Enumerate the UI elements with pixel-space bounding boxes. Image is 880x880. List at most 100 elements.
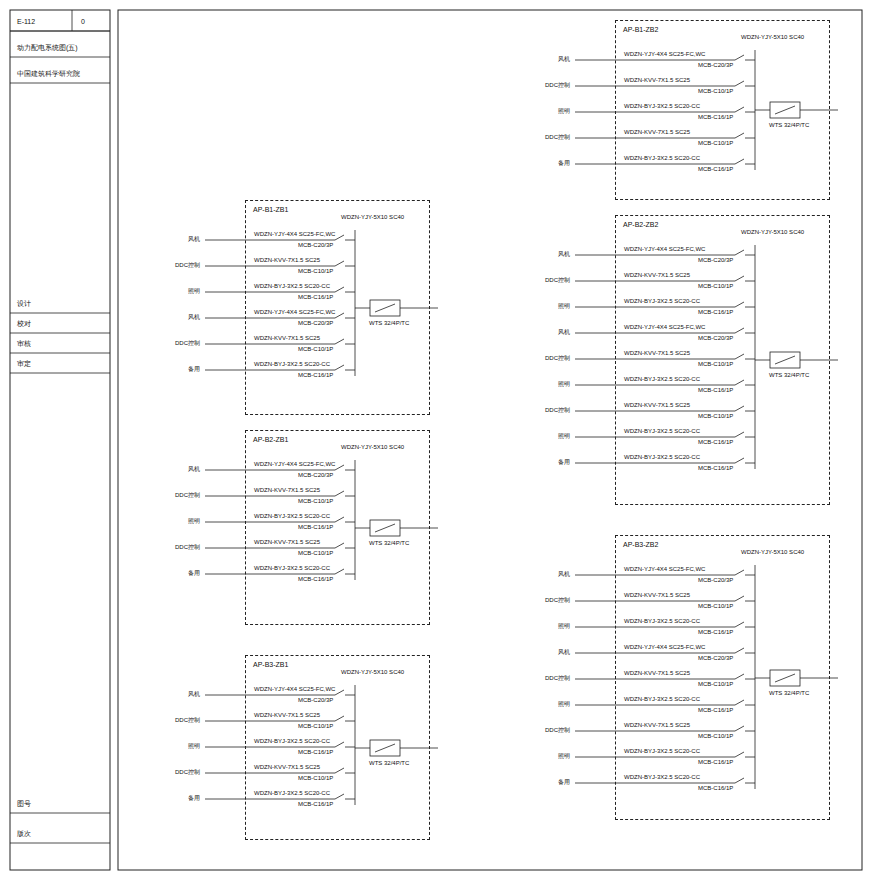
circuit-wire — [345, 747, 355, 748]
circuit-label: MCB-C16/1P — [297, 576, 334, 583]
circuit-wire — [575, 359, 735, 360]
breaker-symbol — [735, 458, 744, 463]
breaker-symbol — [735, 107, 744, 112]
breaker-symbol — [735, 674, 744, 679]
circuit-label: WTS 32/4P/TC — [768, 122, 810, 129]
circuit-label: WDZN-BYJ-3X2.5 SC20-CC — [623, 155, 701, 162]
circuit-wire — [575, 627, 735, 628]
circuit-label: WDZN-KVV-7X1.5 SC25 — [623, 77, 691, 84]
circuit-label: 备用 — [187, 795, 201, 802]
circuit-wire — [575, 86, 735, 87]
circuit-wire — [575, 705, 735, 706]
circuit-label: WDZN-YJY-4X4 SC25-FC,WC — [623, 566, 706, 573]
circuit-wire — [745, 783, 755, 784]
circuit-label: MCB-C10/1P — [697, 361, 734, 368]
breaker-symbol — [735, 55, 744, 60]
circuit-label: 版次 — [16, 830, 32, 838]
circuit-label: WDZN-YJY-4X4 SC25-FC,WC — [623, 644, 706, 651]
circuit-label: MCB-C20/3P — [297, 472, 334, 479]
title-block-rule — [10, 843, 110, 844]
circuit-label: 风机 — [557, 571, 571, 578]
breaker-symbol — [335, 543, 344, 548]
breaker-symbol — [335, 517, 344, 522]
circuit-label: 校对 — [16, 320, 32, 328]
circuit-wire — [745, 385, 755, 386]
ats-symbol — [770, 102, 800, 118]
circuit-wire — [345, 344, 355, 345]
circuit-label: WTS 32/4P/TC — [368, 760, 410, 767]
sheet-frame — [118, 10, 862, 870]
circuit-label: MCB-C20/3P — [297, 697, 334, 704]
circuit-wire — [575, 164, 735, 165]
circuit-label: WDZN-YJY-4X4 SC25-FC,WC — [253, 231, 336, 238]
circuit-wire — [745, 307, 755, 308]
circuit-label: WDZN-BYJ-3X2.5 SC20-CC — [623, 748, 701, 755]
distribution-panel: AP-B2-ZB1 — [245, 430, 430, 625]
circuit-label: WTS 32/4P/TC — [768, 690, 810, 697]
circuit-wire — [345, 496, 355, 497]
breaker-symbol — [335, 569, 344, 574]
circuit-wire — [205, 548, 335, 549]
circuit-label: WDZN-KVV-7X1.5 SC25 — [253, 335, 321, 342]
breaker-symbol — [335, 716, 344, 721]
circuit-label: MCB-C16/1P — [297, 294, 334, 301]
circuit-label: 中国建筑科学研究院 — [16, 70, 81, 78]
circuit-label: WDZN-YJY-4X4 SC25-FC,WC — [253, 309, 336, 316]
circuit-label: MCB-C20/3P — [697, 577, 734, 584]
breaker-symbol — [735, 354, 744, 359]
circuit-wire — [345, 292, 355, 293]
title-block-rule — [10, 31, 110, 32]
circuit-label: WDZN-YJY-5X10 SC40 — [740, 549, 805, 556]
circuit-wire — [575, 783, 735, 784]
circuit-label: MCB-C10/1P — [297, 346, 334, 353]
circuit-wire — [575, 653, 735, 654]
circuit-wire — [575, 731, 735, 732]
circuit-label: WDZN-YJY-4X4 SC25-FC,WC — [623, 324, 706, 331]
circuit-wire — [345, 470, 355, 471]
circuit-wire — [745, 679, 755, 680]
circuit-wire — [345, 721, 355, 722]
circuit-label: WDZN-BYJ-3X2.5 SC20-CC — [623, 696, 701, 703]
circuit-wire — [205, 574, 335, 575]
circuit-label: WDZN-KVV-7X1.5 SC25 — [623, 402, 691, 409]
circuit-label: 风机 — [557, 649, 571, 656]
circuit-wire — [745, 705, 755, 706]
circuit-wire — [745, 575, 755, 576]
circuit-label: MCB-C16/1P — [297, 749, 334, 756]
circuit-wire — [345, 370, 355, 371]
circuit-label: DDC控制 — [544, 407, 571, 414]
circuit-label: WDZN-KVV-7X1.5 SC25 — [253, 764, 321, 771]
circuit-wire — [345, 522, 355, 523]
circuit-wire — [575, 60, 735, 61]
circuit-label: WDZN-BYJ-3X2.5 SC20-CC — [623, 298, 701, 305]
circuit-wire — [575, 575, 735, 576]
circuit-label: MCB-C10/1P — [297, 550, 334, 557]
breaker-symbol — [735, 276, 744, 281]
breaker-symbol — [335, 491, 344, 496]
breaker-symbol — [335, 794, 344, 799]
circuit-label: WDZN-BYJ-3X2.5 SC20-CC — [623, 774, 701, 781]
circuit-label: MCB-C10/1P — [697, 88, 734, 95]
circuit-label: 备用 — [187, 366, 201, 373]
circuit-wire — [745, 333, 755, 334]
circuit-label: MCB-C16/1P — [697, 309, 734, 316]
circuit-label: 风机 — [187, 691, 201, 698]
incoming-wire — [755, 678, 770, 679]
circuit-label: MCB-C16/1P — [697, 707, 734, 714]
circuit-label: WDZN-BYJ-3X2.5 SC20-CC — [623, 618, 701, 625]
circuit-label: 照明 — [557, 381, 571, 388]
circuit-wire — [745, 601, 755, 602]
circuit-wire — [575, 333, 735, 334]
circuit-label: WTS 32/4P/TC — [368, 540, 410, 547]
circuit-label: 照明 — [187, 288, 201, 295]
ats-symbol — [775, 356, 795, 364]
circuit-label: 照明 — [187, 743, 201, 750]
ats-symbol — [775, 106, 795, 114]
circuit-label: DDC控制 — [174, 717, 201, 724]
circuit-label: WDZN-YJY-5X10 SC40 — [340, 214, 405, 221]
circuit-wire — [745, 731, 755, 732]
incoming-wire — [755, 110, 770, 111]
panel-name: AP-B3-ZB2 — [622, 541, 659, 548]
ats-symbol — [375, 524, 395, 532]
